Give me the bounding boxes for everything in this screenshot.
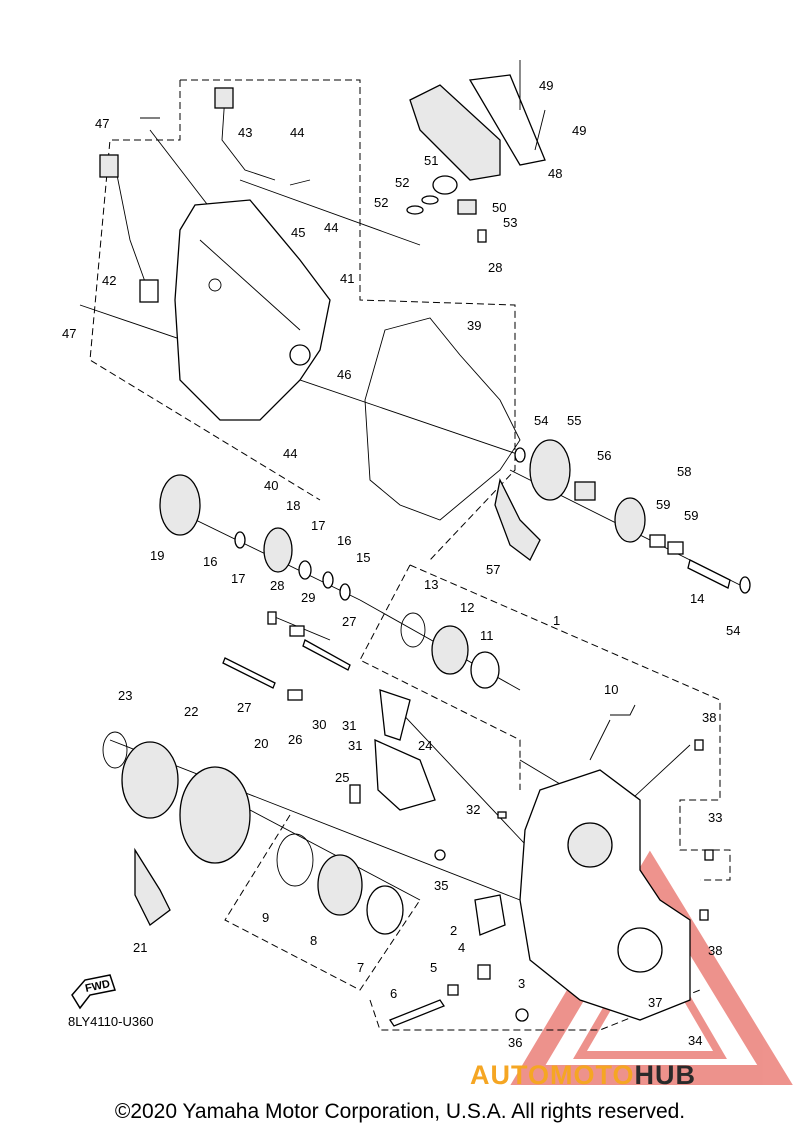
sensor-harness bbox=[99, 87, 276, 303]
part-number-labels: 1234567891011121314151616171718192021222… bbox=[62, 78, 740, 1050]
part-label-34: 34 bbox=[688, 1033, 702, 1048]
crankcase-cover bbox=[174, 199, 331, 421]
part-label-5: 5 bbox=[430, 960, 437, 975]
part-label-49: 49 bbox=[572, 123, 586, 138]
part-label-52: 52 bbox=[374, 195, 388, 210]
part-label-47: 47 bbox=[62, 326, 76, 341]
part-label-51: 51 bbox=[424, 153, 438, 168]
part-label-10: 10 bbox=[604, 682, 618, 697]
servo-motor-assembly bbox=[406, 60, 546, 243]
part-label-8: 8 bbox=[310, 933, 317, 948]
part-label-15: 15 bbox=[356, 550, 370, 565]
part-label-59: 59 bbox=[684, 508, 698, 523]
part-label-46: 46 bbox=[337, 367, 351, 382]
part-label-59: 59 bbox=[656, 497, 670, 512]
part-label-57: 57 bbox=[486, 562, 500, 577]
part-label-49: 49 bbox=[539, 78, 553, 93]
chain-57 bbox=[494, 478, 541, 561]
part-label-44: 44 bbox=[283, 446, 297, 461]
copyright-text: ©2020 Yamaha Motor Corporation, U.S.A. A… bbox=[114, 1100, 686, 1123]
part-label-26: 26 bbox=[288, 732, 302, 747]
part-label-18: 18 bbox=[286, 498, 300, 513]
part-label-35: 35 bbox=[434, 878, 448, 893]
shafts-and-forks bbox=[222, 611, 436, 811]
part-label-44: 44 bbox=[324, 220, 338, 235]
part-label-43: 43 bbox=[238, 125, 252, 140]
part-label-16: 16 bbox=[337, 533, 351, 548]
part-label-58: 58 bbox=[677, 464, 691, 479]
part-label-2: 2 bbox=[450, 923, 457, 938]
part-label-11: 11 bbox=[480, 628, 494, 643]
part-label-13: 13 bbox=[424, 577, 438, 592]
part-label-29: 29 bbox=[301, 590, 315, 605]
assembly-group-outlines bbox=[89, 79, 731, 1031]
part-label-16: 16 bbox=[203, 554, 217, 569]
part-label-4: 4 bbox=[458, 940, 465, 955]
part-label-56: 56 bbox=[597, 448, 611, 463]
watermark-text: AUTOMOTOHUB bbox=[470, 1060, 696, 1091]
gears-lower bbox=[102, 731, 404, 935]
part-label-7: 7 bbox=[357, 960, 364, 975]
part-label-38: 38 bbox=[702, 710, 716, 725]
part-label-50: 50 bbox=[492, 200, 506, 215]
part-label-6: 6 bbox=[390, 986, 397, 1001]
part-label-31: 31 bbox=[342, 718, 356, 733]
fwd-arrow-icon: FWD bbox=[71, 974, 116, 1010]
part-label-1: 1 bbox=[553, 613, 560, 628]
gasket-39 bbox=[364, 317, 521, 521]
part-label-48: 48 bbox=[548, 166, 562, 181]
part-label-17: 17 bbox=[311, 518, 325, 533]
part-label-28: 28 bbox=[488, 260, 502, 275]
part-label-3: 3 bbox=[518, 976, 525, 991]
part-label-54: 54 bbox=[726, 623, 740, 638]
part-label-22: 22 bbox=[184, 704, 198, 719]
part-label-28: 28 bbox=[270, 578, 284, 593]
part-label-54: 54 bbox=[534, 413, 548, 428]
part-label-12: 12 bbox=[460, 600, 474, 615]
part-label-37: 37 bbox=[648, 995, 662, 1010]
part-label-52: 52 bbox=[395, 175, 409, 190]
part-label-30: 30 bbox=[312, 717, 326, 732]
part-label-42: 42 bbox=[102, 273, 116, 288]
bearing-assembly-11-12-13 bbox=[400, 612, 500, 689]
diagram-code: 8LY4110-U360 bbox=[68, 1014, 154, 1029]
part-label-55: 55 bbox=[567, 413, 581, 428]
part-label-36: 36 bbox=[508, 1035, 522, 1050]
gears-upper bbox=[159, 439, 751, 601]
part-label-47: 47 bbox=[95, 116, 109, 131]
part-label-24: 24 bbox=[418, 738, 432, 753]
part-label-19: 19 bbox=[150, 548, 164, 563]
part-label-32: 32 bbox=[466, 802, 480, 817]
part-label-53: 53 bbox=[503, 215, 517, 230]
part-label-39: 39 bbox=[467, 318, 481, 333]
watermark-part1: AUTOMOTO bbox=[470, 1060, 635, 1090]
fwd-label: FWD bbox=[84, 978, 111, 995]
part-label-38: 38 bbox=[708, 943, 722, 958]
watermark-part2: HUB bbox=[634, 1060, 697, 1090]
part-label-31: 31 bbox=[348, 738, 362, 753]
part-label-9: 9 bbox=[262, 910, 269, 925]
part-label-20: 20 bbox=[254, 736, 268, 751]
part-label-33: 33 bbox=[708, 810, 722, 825]
part-label-17: 17 bbox=[231, 571, 245, 586]
part-label-27: 27 bbox=[342, 614, 356, 629]
part-label-14: 14 bbox=[690, 591, 704, 606]
part-label-41: 41 bbox=[340, 271, 354, 286]
part-label-27: 27 bbox=[237, 700, 251, 715]
part-label-45: 45 bbox=[291, 225, 305, 240]
part-label-23: 23 bbox=[118, 688, 132, 703]
part-label-25: 25 bbox=[335, 770, 349, 785]
transmission-case bbox=[389, 704, 714, 1027]
part-label-40: 40 bbox=[264, 478, 278, 493]
part-label-44: 44 bbox=[290, 125, 304, 140]
part-label-21: 21 bbox=[133, 940, 147, 955]
